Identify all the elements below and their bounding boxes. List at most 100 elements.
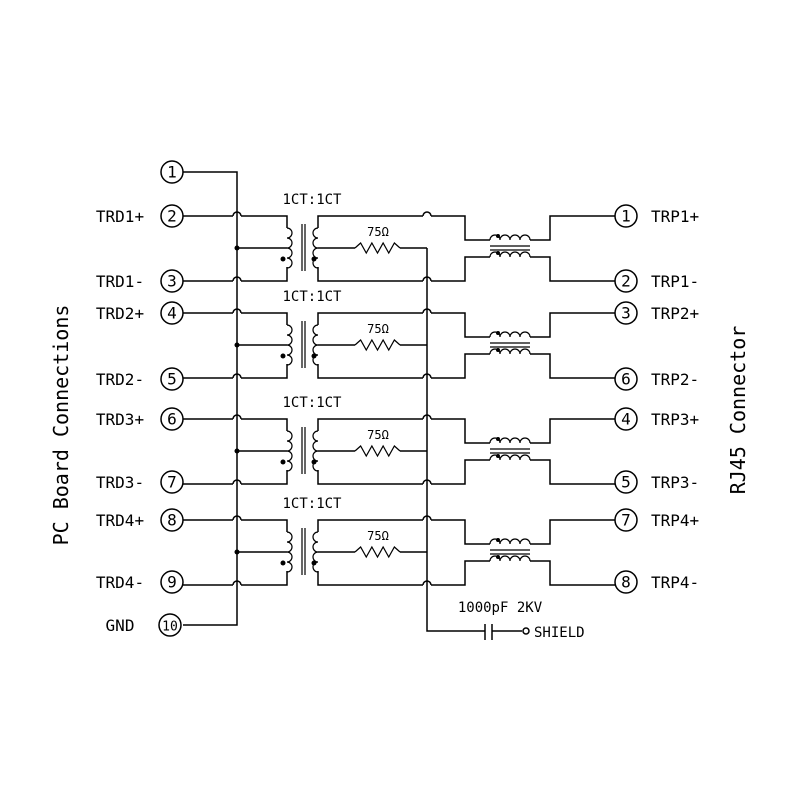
choke-dot-bot-3 <box>496 454 500 458</box>
primary-coil-2 <box>286 324 293 366</box>
left-pin-4-number: 4 <box>167 304 177 323</box>
wire-sec-top-3 <box>317 418 423 431</box>
left-pin-6-number: 6 <box>167 410 177 429</box>
choke-dot-bot-4 <box>496 555 500 559</box>
wire-sec-bot-1 <box>317 267 423 282</box>
primary-dot-4 <box>280 560 286 566</box>
resistor-1 <box>354 241 401 255</box>
hop-trd4m <box>232 580 242 586</box>
rj45-pin-8-number: 8 <box>621 573 631 592</box>
resistor-label-4: 75Ω <box>367 529 389 543</box>
rj45-pin-4-number: 4 <box>621 410 631 429</box>
transformer-label-3: 1CT:1CT <box>282 395 342 411</box>
junction-ct-1 <box>234 245 240 251</box>
wire-choke-in-top-2 <box>431 312 490 338</box>
rj45-pin-label-1: TRP1+ <box>651 207 699 226</box>
left-pin-label-2: TRD1+ <box>96 207 144 226</box>
hop-trd3p <box>232 414 242 420</box>
junction-ct-2 <box>234 342 240 348</box>
primary-dot-3 <box>280 459 286 465</box>
rj45-pin-7-number: 7 <box>621 511 631 530</box>
hop-trd1p <box>232 211 242 217</box>
transformer-label-4: 1CT:1CT <box>282 496 342 512</box>
left-pin-label-9: TRD4- <box>96 573 144 592</box>
choke-dot-top-2 <box>496 331 500 335</box>
rj45-pin-4 <box>614 407 638 431</box>
wire-trd2p-b <box>241 312 288 325</box>
wire-choke-out-bot-2 <box>530 353 615 379</box>
secondary-dot-2 <box>311 353 317 359</box>
choke-dot-top-3 <box>496 437 500 441</box>
primary-coil-1 <box>286 227 293 269</box>
wire-trd1m-b <box>241 267 288 282</box>
wire-trd1p-b <box>241 215 288 228</box>
secondary-dot-1 <box>311 256 317 262</box>
resistor-label-3: 75Ω <box>367 428 389 442</box>
capacitor-label: 1000pF 2KV <box>458 600 543 616</box>
wire-choke-out-top-4 <box>530 519 615 545</box>
wire-sec-bot-4 <box>317 571 423 586</box>
hop-sec-top-1 <box>422 211 432 217</box>
wire-choke-out-top-2 <box>530 312 615 338</box>
shield-label: SHIELD <box>534 625 585 641</box>
wire-choke-out-top-1 <box>530 215 615 241</box>
rj45-pin-8 <box>614 570 638 594</box>
rj45-pin-label-2: TRP1- <box>651 272 699 291</box>
rj45-pin-label-5: TRP3- <box>651 473 699 492</box>
rj45-pin-6-number: 6 <box>621 370 631 389</box>
left-pin-label-8: TRD4+ <box>96 511 144 530</box>
wire-choke-in-top-3 <box>431 418 490 444</box>
rj45-pin-2 <box>614 269 638 293</box>
left-pin-10 <box>158 613 182 637</box>
rj45-pin-1-number: 1 <box>621 207 631 226</box>
choke-dot-top-4 <box>496 538 500 542</box>
left-pin-label-10: GND <box>106 616 135 635</box>
junction-ct-3 <box>234 448 240 454</box>
primary-coil-4 <box>286 531 293 573</box>
wire-trd4p-b <box>241 519 288 532</box>
wire-choke-out-bot-1 <box>530 256 615 282</box>
left-pin-3-number: 3 <box>167 272 177 291</box>
circuit: 12TRD1+3TRD1-4TRD2+5TRD2-6TRD3+7TRD3-8TR… <box>96 160 699 641</box>
wire-choke-in-top-4 <box>431 519 490 545</box>
left-pin-1-number: 1 <box>167 163 177 182</box>
resistor-2 <box>354 338 401 352</box>
wire-choke-in-top-1 <box>431 215 490 241</box>
hop-trd4p <box>232 515 242 521</box>
choke-dot-bot-1 <box>496 251 500 255</box>
transformer-label-1: 1CT:1CT <box>282 192 342 208</box>
wire-trd2m-b <box>241 364 288 379</box>
ct-trunk <box>426 248 485 632</box>
ground-bus <box>183 171 238 626</box>
left-section-title: PC Board Connections <box>49 305 73 546</box>
hop-trd2m <box>232 373 242 379</box>
left-pin-9 <box>160 570 184 594</box>
junction-ct-4 <box>234 549 240 555</box>
rj45-pin-7 <box>614 508 638 532</box>
resistor-3 <box>354 444 401 458</box>
primary-dot-2 <box>280 353 286 359</box>
transformer-label-2: 1CT:1CT <box>282 289 342 305</box>
secondary-dot-3 <box>311 459 317 465</box>
hop-trd2p <box>232 308 242 314</box>
primary-coil-3 <box>286 430 293 472</box>
left-pin-9-number: 9 <box>167 573 177 592</box>
resistor-label-2: 75Ω <box>367 322 389 336</box>
left-pin-label-5: TRD2- <box>96 370 144 389</box>
wire-sec-top-1 <box>317 215 423 228</box>
left-pin-5-number: 5 <box>167 370 177 389</box>
rj45-pin-3-number: 3 <box>621 304 631 323</box>
resistor-4 <box>354 545 401 559</box>
left-pin-8-number: 8 <box>167 511 177 530</box>
rj45-pin-label-8: TRP4- <box>651 573 699 592</box>
shield-terminal <box>522 627 530 635</box>
rj45-pin-label-7: TRP4+ <box>651 511 699 530</box>
rj45-pin-5-number: 5 <box>621 473 631 492</box>
rj45-pin-5 <box>614 470 638 494</box>
wire-trd3m-b <box>241 470 288 485</box>
left-pin-label-3: TRD1- <box>96 272 144 291</box>
rj45-pin-3 <box>614 301 638 325</box>
rj45-pin-label-4: TRP3+ <box>651 410 699 429</box>
rj45-pin-2-number: 2 <box>621 272 631 291</box>
